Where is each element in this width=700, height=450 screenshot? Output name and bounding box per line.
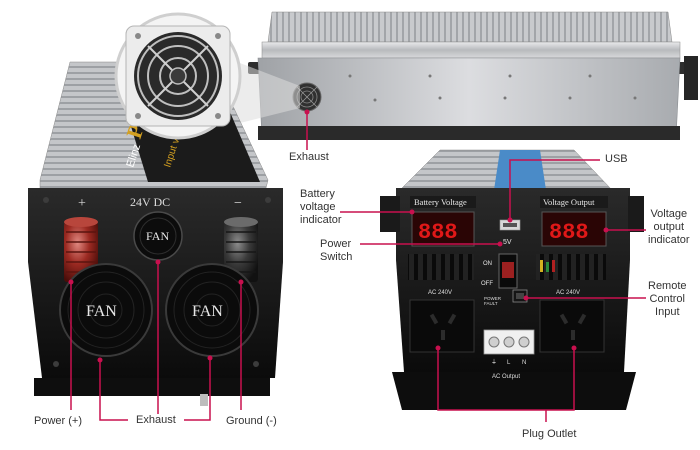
left-fan: FAN	[59, 263, 153, 357]
top-inverter-side-view	[232, 11, 698, 140]
small-fan: FAN	[133, 211, 183, 261]
negative-terminal	[224, 217, 258, 282]
callout-voltage-output-indicator: Voltage output indicator	[648, 208, 690, 246]
right-fan-label: FAN	[192, 303, 223, 320]
switch-on-label: ON	[483, 261, 492, 267]
callout-power-plus: Power (+)	[34, 415, 82, 427]
callout-line-exhaust-left	[99, 360, 128, 421]
plus-sign: +	[78, 196, 86, 211]
callout-line-usb	[509, 159, 600, 220]
usb-voltage-label: 5V	[503, 239, 512, 246]
terminal-ground-label: ⏚	[491, 359, 497, 366]
callout-power-switch: Power Switch	[320, 238, 353, 263]
battery-voltage-display: Battery Voltage 888	[410, 196, 476, 247]
battery-led-digits: 888	[418, 220, 458, 245]
switch-off-label: OFF	[481, 281, 493, 287]
output-display-title: Voltage Output	[543, 197, 595, 207]
callout-exhaust-top: Exhaust	[289, 151, 329, 163]
callout-usb: USB	[605, 153, 628, 165]
callout-ground: Ground (-)	[226, 415, 277, 427]
ac-terminal-block: ⏚ L N AC Output	[483, 329, 535, 380]
ac-left-label: AC 240V	[428, 290, 452, 296]
output-led-digits: 888	[549, 220, 589, 245]
terminal-l-label: L	[507, 360, 511, 366]
terminal-n-label: N	[522, 360, 526, 366]
right-inverter-panel-view: Battery Voltage 888 Voltage Output 888 5…	[380, 149, 644, 410]
callout-line-exhaust-right	[184, 358, 211, 421]
callout-remote-control-input: Remote Control Input	[648, 280, 687, 318]
minus-sign: −	[234, 196, 242, 211]
right-fan: FAN	[165, 263, 259, 357]
right-plug-outlet	[539, 299, 605, 353]
small-fan-label: FAN	[146, 229, 169, 243]
power-switch: ON OFF	[481, 253, 518, 289]
callout-lines	[70, 112, 646, 422]
callout-plug-outlet: Plug Outlet	[522, 428, 577, 440]
positive-terminal	[64, 217, 98, 282]
callout-exhaust-bottom: Exhaust	[136, 414, 176, 426]
left-fan-label: FAN	[86, 303, 117, 320]
battery-display-title: Battery Voltage	[414, 197, 467, 207]
ac-output-label: AC Output	[492, 374, 520, 380]
callout-dots	[68, 109, 609, 363]
callout-battery-voltage-indicator: Battery voltage indicator	[300, 188, 342, 226]
left-plug-outlet	[409, 299, 475, 353]
fan-zoom-detail	[114, 12, 242, 140]
voltage-output-display: Voltage Output 888	[540, 196, 608, 247]
ac-right-label: AC 240V	[556, 290, 580, 296]
callout-line-plug-outlet	[437, 348, 575, 411]
voltage-label: 24V DC	[130, 195, 170, 209]
